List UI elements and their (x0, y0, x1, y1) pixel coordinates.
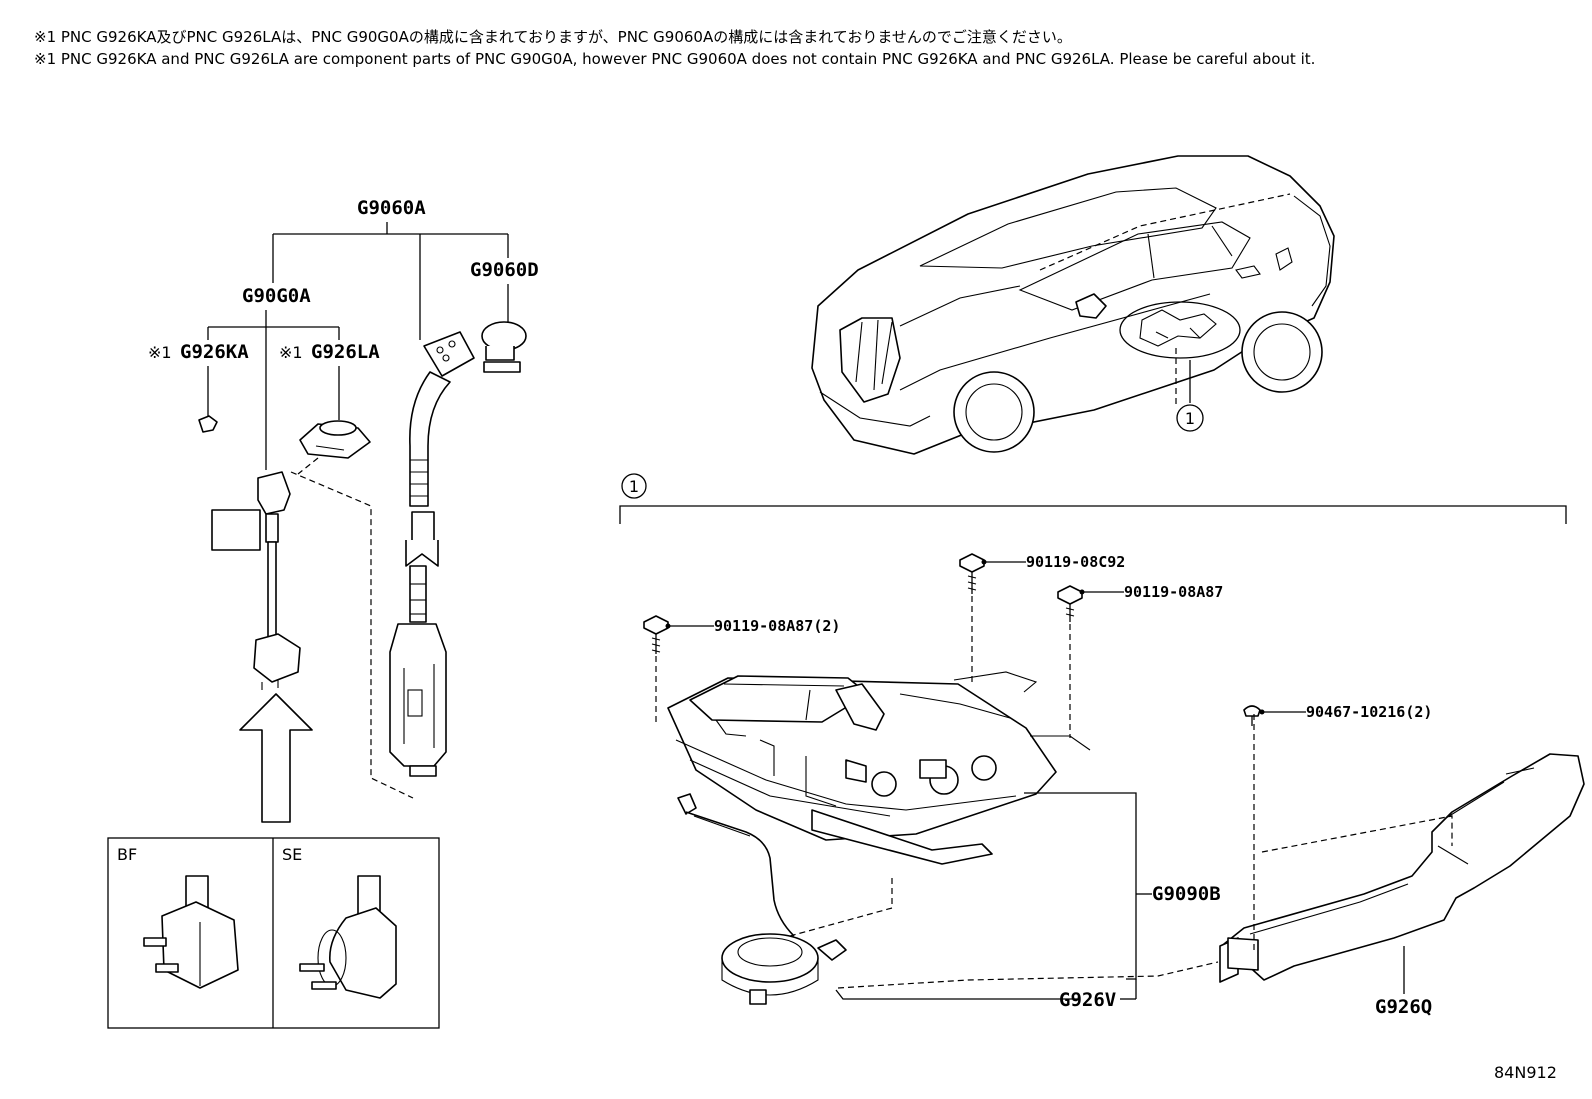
code-g926la[interactable]: G926LA (311, 341, 380, 363)
pn-g9090b[interactable]: G9090B (1152, 883, 1221, 905)
pn-90119-08c92[interactable]: 90119-08C92 (1026, 553, 1125, 571)
up-arrow-icon (239, 693, 313, 823)
callout-circle-car[interactable] (1176, 404, 1204, 432)
assembly-tree: G9060A G9060D G90G0A ※1 G926KA ※1 G926LA (148, 197, 539, 470)
plug-bf[interactable] (143, 875, 239, 989)
callout-number-car: 1 (1185, 409, 1195, 428)
caution-note-english: ※1 PNC G926KA and PNC G926LA are compone… (34, 50, 1316, 68)
bracket-g926la[interactable] (299, 420, 371, 459)
bolt-top[interactable] (959, 553, 985, 594)
note-mark-1: ※1 (148, 343, 172, 362)
code-g926ka[interactable]: G926KA (180, 341, 249, 363)
pn-90119-08a87[interactable]: 90119-08A87 (1124, 583, 1223, 601)
charging-connector-cable[interactable] (389, 331, 475, 777)
clip[interactable] (1243, 705, 1261, 726)
pn-90467-10216-2[interactable]: 90467-10216(2) (1306, 703, 1432, 721)
note-mark-2: ※1 (279, 343, 303, 362)
section-bracket (619, 505, 1567, 524)
code-g9060d[interactable]: G9060D (470, 259, 539, 281)
pn-g926q[interactable]: G926Q (1375, 996, 1432, 1018)
plug-variants-box: BF SE (107, 837, 440, 1029)
code-g9060a[interactable]: G9060A (357, 197, 426, 219)
bolt-right[interactable] (1057, 585, 1083, 622)
callout-circle-section[interactable] (621, 473, 647, 499)
caution-note-japanese: ※1 PNC G926KA及びPNC G926LAは、PNC G90G0Aの構成… (34, 28, 1072, 46)
side-mirror (1075, 293, 1107, 319)
code-g90g0a[interactable]: G90G0A (242, 285, 311, 307)
front-grille (839, 317, 901, 403)
leader-g926v (835, 989, 1077, 1000)
pn-90119-08a87-2[interactable]: 90119-08A87(2) (714, 617, 840, 635)
diagram-id: 84N912 (1494, 1063, 1557, 1082)
duct-g926q[interactable] (1219, 753, 1585, 983)
leader-g9090b (1024, 792, 1137, 980)
holder-g9060d[interactable] (481, 321, 527, 373)
vehicle-illustration (811, 155, 1335, 455)
onboard-charger-g9090b[interactable] (667, 671, 1091, 865)
callout-number-section: 1 (629, 477, 639, 496)
label-sticker (211, 509, 261, 551)
sensor-g926v[interactable] (677, 793, 847, 1005)
tag-g926ka[interactable] (198, 415, 218, 433)
pn-g926v[interactable]: G926V (1059, 989, 1116, 1011)
charger-location-ellipse[interactable] (1119, 301, 1241, 359)
bolt-left[interactable] (643, 615, 669, 654)
control-cable-g90g0a[interactable] (211, 471, 301, 690)
variant-label-se: SE (282, 845, 302, 864)
plug-se[interactable] (299, 875, 397, 999)
variant-label-bf: BF (117, 845, 137, 864)
